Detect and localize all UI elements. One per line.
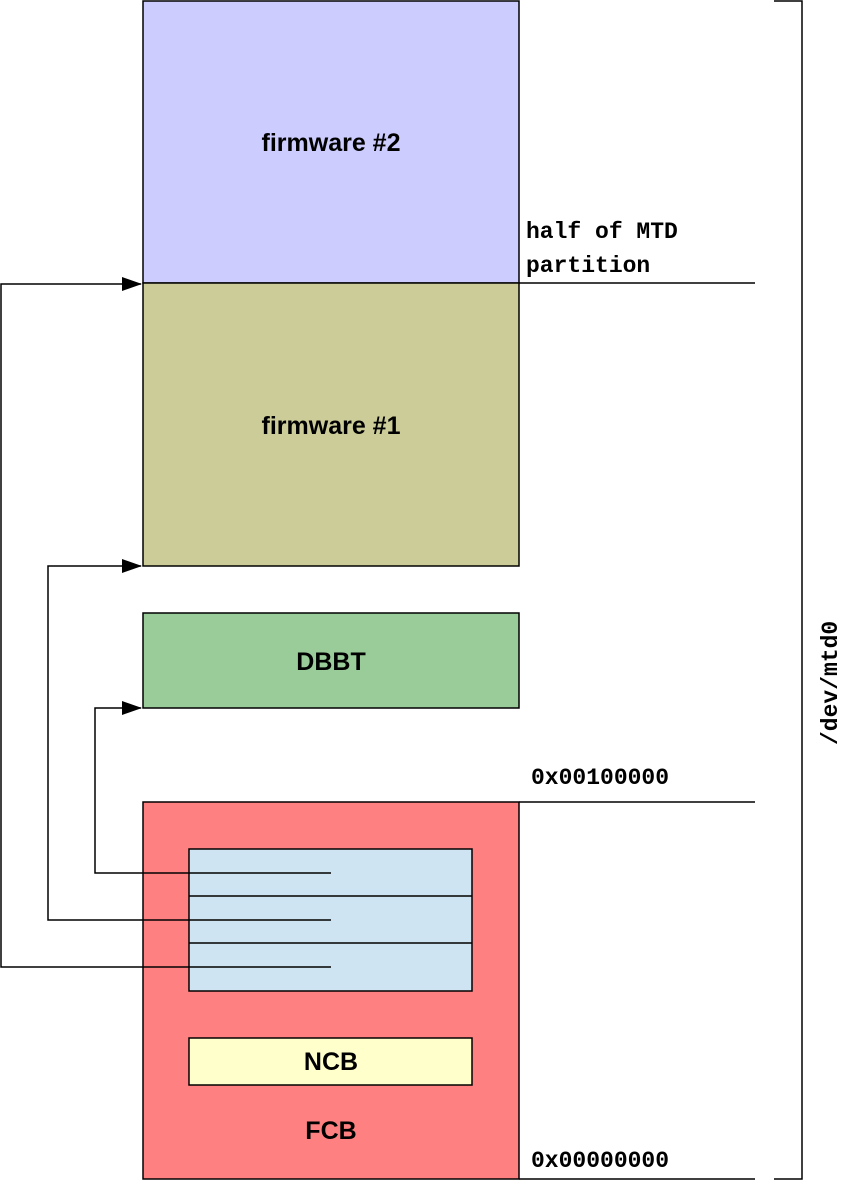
pointer-to-firmware2 bbox=[0, 277, 331, 968]
firmware1-block bbox=[142, 282, 520, 567]
pointer-to-firmware1 bbox=[47, 559, 331, 921]
half-partition-label-1: half of MTD bbox=[526, 219, 678, 245]
device-bracket bbox=[774, 0, 803, 1180]
pointer-to-dbbt bbox=[94, 701, 331, 874]
firmware1-label: firmware #1 bbox=[262, 412, 401, 440]
half-partition-label-2: partition bbox=[526, 253, 650, 279]
dbbt-block bbox=[142, 612, 520, 709]
ncb-block bbox=[188, 1037, 473, 1086]
firmware2-block bbox=[142, 0, 520, 284]
device-label: /dev/mtd0 bbox=[818, 621, 844, 745]
addr-1mb-label: 0x00100000 bbox=[531, 765, 669, 791]
ncb-label: NCB bbox=[304, 1048, 358, 1076]
addr-zero-label: 0x00000000 bbox=[531, 1148, 669, 1174]
fcb-label: FCB bbox=[305, 1117, 356, 1145]
dbbt-label: DBBT bbox=[296, 648, 365, 676]
firmware2-label: firmware #2 bbox=[262, 129, 401, 157]
